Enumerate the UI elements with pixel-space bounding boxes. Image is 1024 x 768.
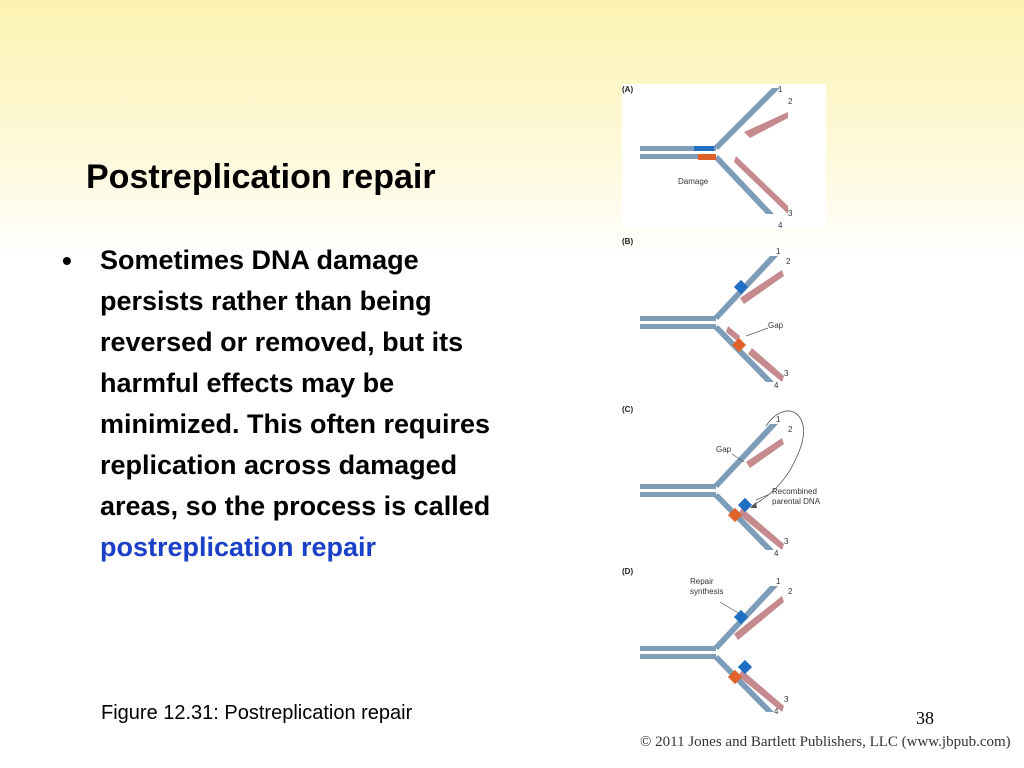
slide-title: Postreplication repair (86, 158, 436, 196)
strand-number-1: 1 (776, 415, 781, 424)
strand-number-4: 4 (774, 381, 779, 390)
postreplication-repair-figure: (A) Damage 1 2 3 4 (B) (616, 82, 831, 722)
strand-number-1: 1 (778, 85, 783, 94)
annotation-recombined: Recombined (772, 487, 817, 496)
figure-panel-b: (B) Gap 1 2 3 4 (616, 236, 831, 396)
strand-number-4: 4 (778, 221, 783, 230)
strand-number-2: 2 (786, 257, 791, 266)
page-number: 38 (916, 708, 934, 728)
strand-number-3: 3 (784, 695, 789, 704)
strand-number-1: 1 (776, 247, 781, 256)
strand-number-3: 3 (784, 369, 789, 378)
strand-number-2: 2 (788, 97, 793, 106)
annotation-damage: Damage (678, 177, 709, 186)
bullet-text: Sometimes DNA damage persists rather tha… (100, 240, 510, 568)
strand-number-3: 3 (788, 209, 793, 218)
strand-number-1: 1 (776, 577, 781, 586)
strand-number-3: 3 (784, 537, 789, 546)
panel-label: (B) (622, 237, 633, 246)
strand-number-4: 4 (774, 707, 779, 716)
strand-number-2: 2 (788, 587, 793, 596)
figure-panel-d: (D) Repair synthesis 1 2 3 4 (616, 566, 831, 726)
annotation-parental-dna: parental DNA (772, 497, 821, 506)
panel-d-diagram: (D) Repair synthesis 1 2 3 4 (622, 567, 793, 716)
bullet-marker: • (62, 245, 72, 276)
figure-panel-a: (A) Damage 1 2 3 4 (616, 82, 831, 242)
strand-number-4: 4 (774, 549, 779, 558)
bullet-body: Sometimes DNA damage persists rather tha… (100, 245, 491, 521)
panel-a-diagram: (A) Damage 1 2 3 4 (622, 84, 826, 230)
bullet-highlight-term: postreplication repair (100, 532, 377, 562)
figure-caption: Figure 12.31: Postreplication repair (101, 702, 413, 724)
copyright-notice: © 2011 Jones and Bartlett Publishers, LL… (640, 734, 1011, 750)
annotation-synthesis: synthesis (690, 587, 723, 596)
panel-label: (A) (622, 85, 633, 94)
panel-b-diagram: (B) Gap 1 2 3 4 (622, 237, 791, 390)
strand-number-2: 2 (788, 425, 793, 434)
annotation-gap: Gap (716, 445, 732, 454)
panel-label: (C) (622, 405, 633, 414)
annotation-gap: Gap (768, 321, 784, 330)
annotation-repair: Repair (690, 577, 714, 586)
panel-label: (D) (622, 567, 633, 576)
panel-c-diagram: (C) Gap Recombined parental DNA 1 2 3 4 (622, 405, 821, 558)
figure-panel-c: (C) Gap Recombined parental DNA 1 2 3 4 (616, 404, 831, 564)
